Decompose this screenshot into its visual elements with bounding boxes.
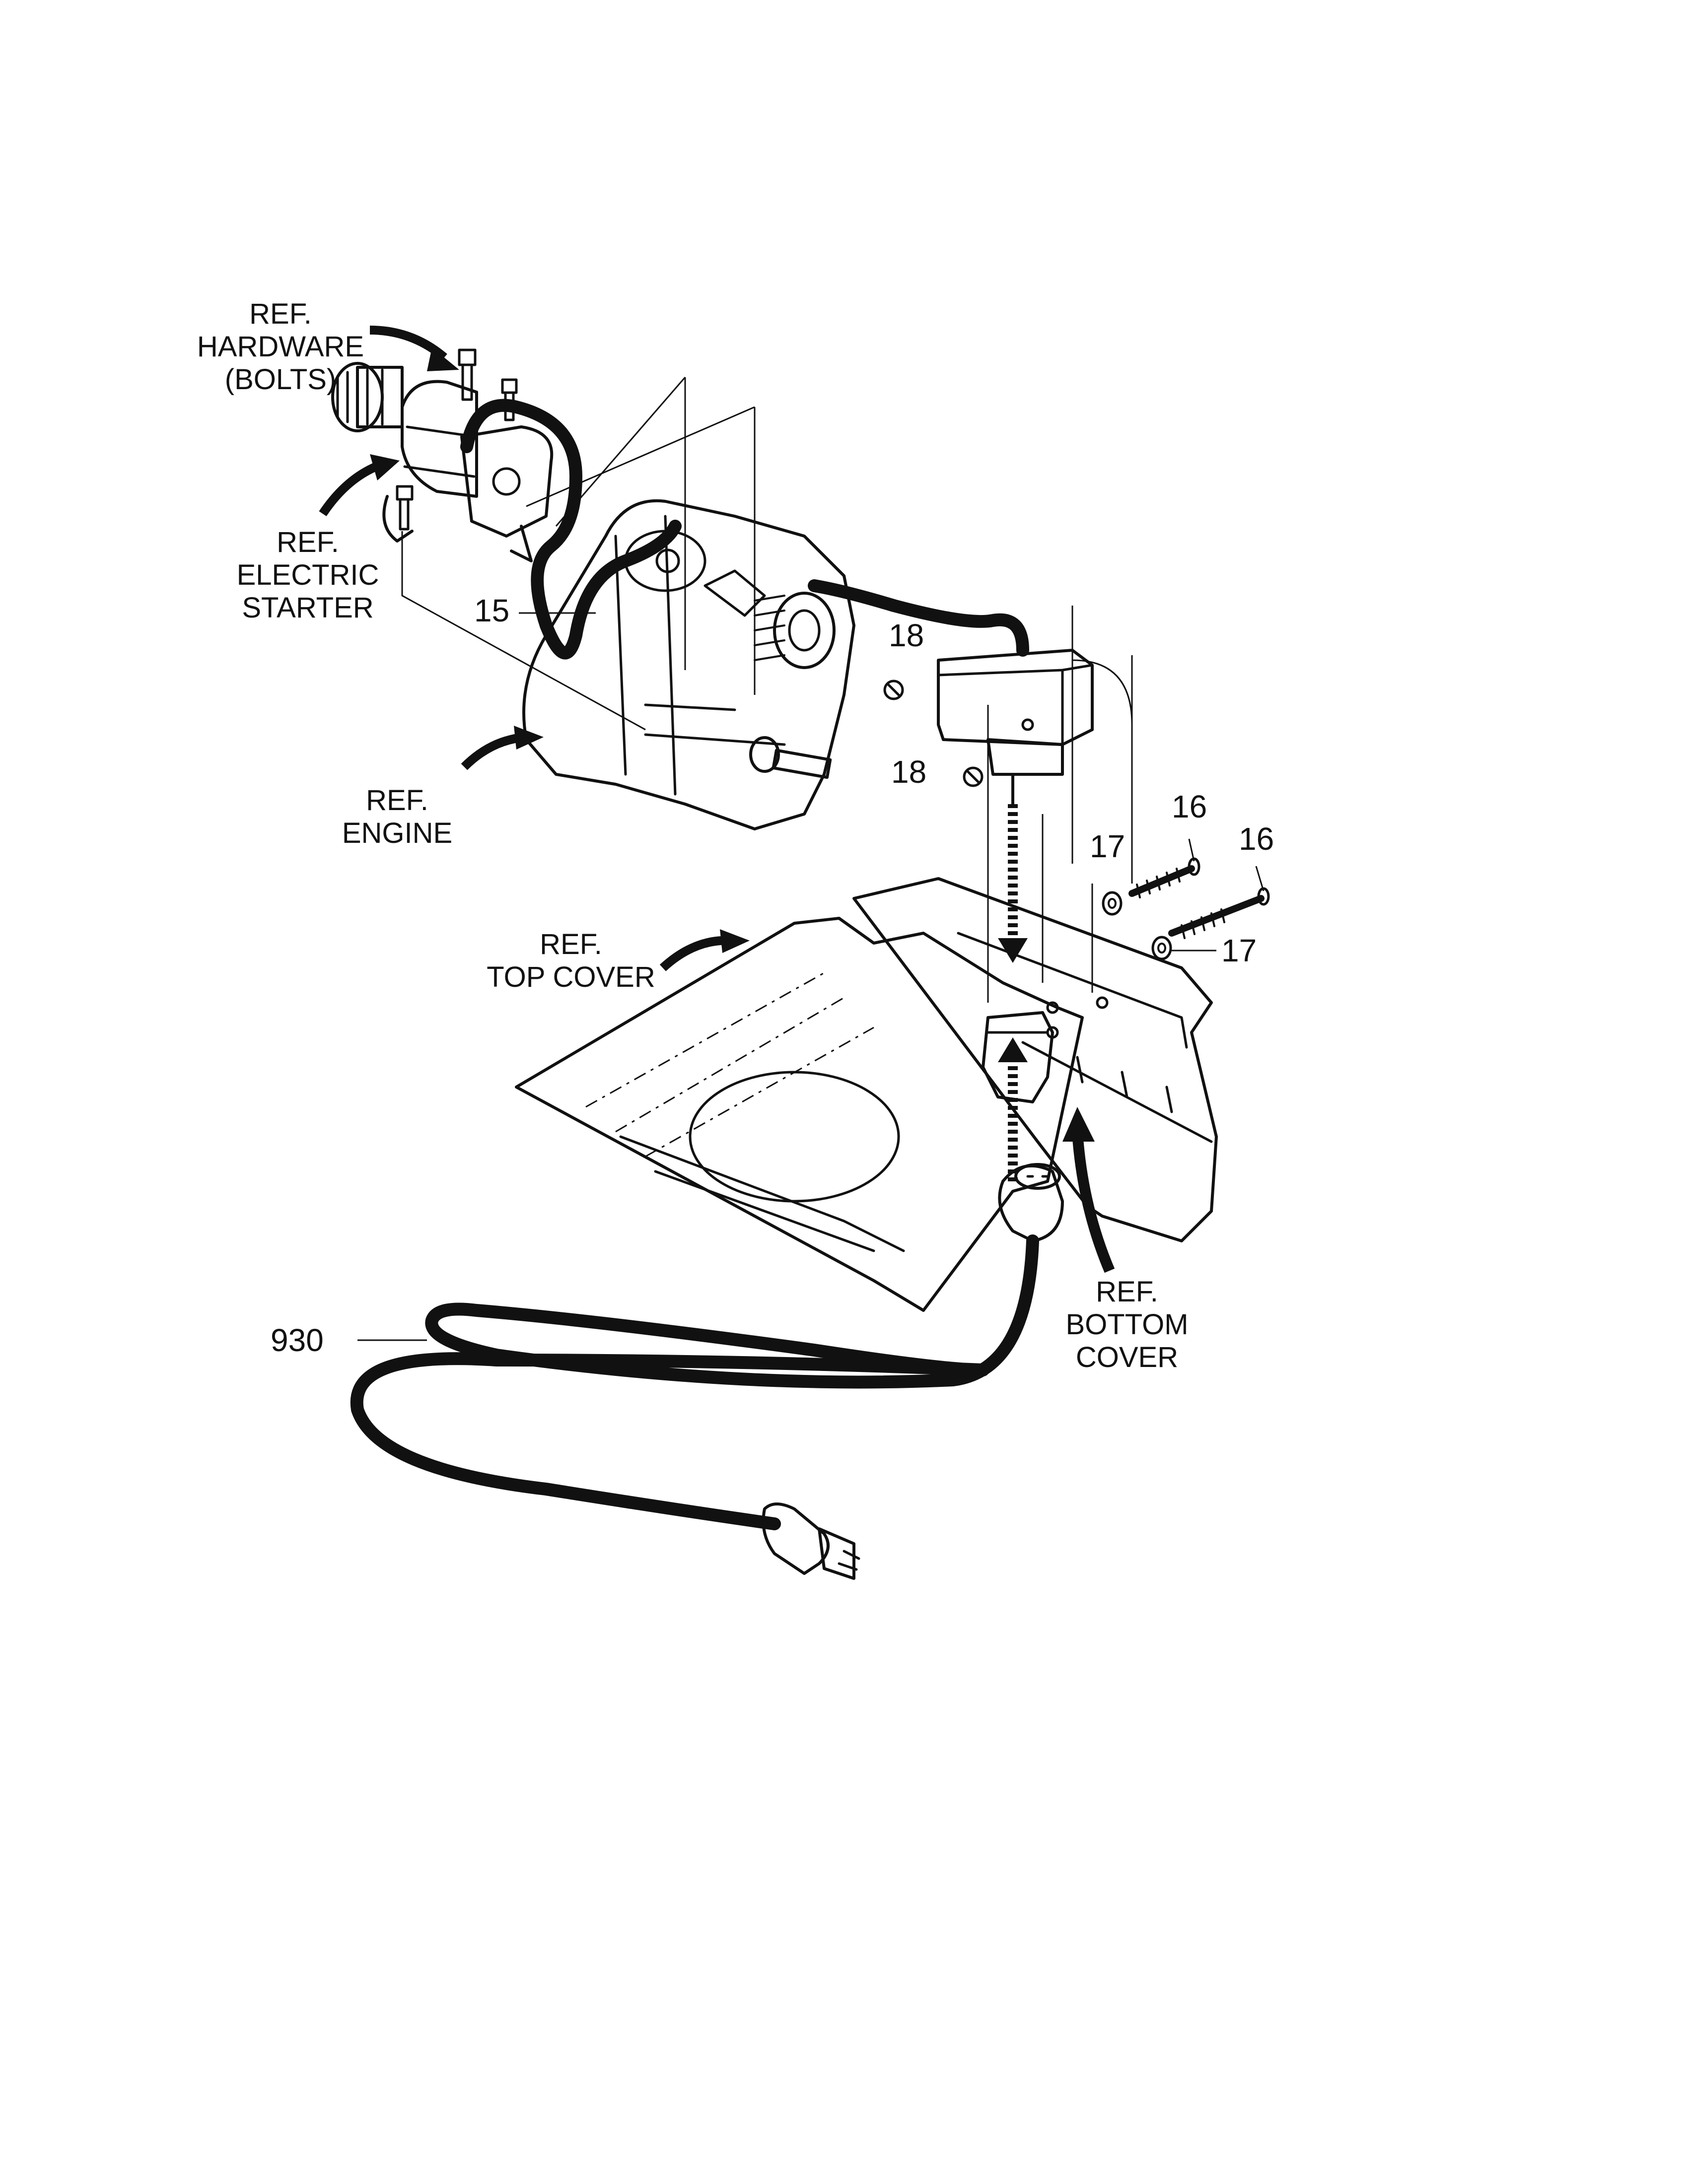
label-ref-electric-starter: REF. ELECTRIC STARTER	[236, 526, 379, 624]
engine	[522, 499, 855, 830]
end-plug	[762, 1502, 860, 1580]
assembly-arrow-down	[998, 804, 1028, 963]
part-930: 930	[271, 1322, 324, 1358]
part-17-b: 17	[1221, 933, 1257, 968]
part-16-a: 16	[1172, 789, 1207, 824]
starter-wire	[460, 399, 682, 660]
label-ref-top-cover: REF. TOP COVER	[487, 928, 655, 993]
cord-plug-930	[998, 1163, 1064, 1242]
screw-16-a	[1128, 857, 1200, 898]
screw-16-b	[1168, 887, 1270, 939]
nut-18-b	[963, 766, 984, 787]
part-16-b: 16	[1239, 821, 1274, 857]
washer-17-b	[1151, 936, 1172, 960]
part-15: 15	[474, 593, 510, 628]
top-cover	[515, 917, 1084, 1312]
ref-arrow-engine	[461, 726, 544, 770]
engine-wire	[808, 579, 1029, 657]
ref-arrow-hardware	[369, 326, 459, 371]
hardware-bolts	[396, 348, 518, 531]
ref-arrow-bottom-cover	[1062, 1107, 1115, 1273]
part-17-a: 17	[1090, 828, 1125, 864]
ref-arrow-top-cover	[659, 929, 750, 971]
power-cord	[350, 1234, 1039, 1530]
switch-box	[937, 649, 1094, 806]
assembly-arrow-up	[998, 1037, 1028, 1181]
washer-17-a	[1102, 891, 1123, 916]
label-ref-engine: REF. ENGINE	[342, 784, 453, 849]
label-ref-bottom-cover: REF. BOTTOM COVER	[1065, 1276, 1189, 1373]
bottom-cover	[852, 877, 1218, 1242]
nut-18-a	[883, 680, 904, 700]
label-ref-hardware: REF. HARDWARE (BOLTS)	[197, 298, 364, 396]
part-18-b: 18	[891, 754, 927, 790]
ref-arrow-starter	[319, 454, 400, 516]
electric-starter	[331, 362, 554, 562]
part-18-a: 18	[889, 617, 924, 653]
